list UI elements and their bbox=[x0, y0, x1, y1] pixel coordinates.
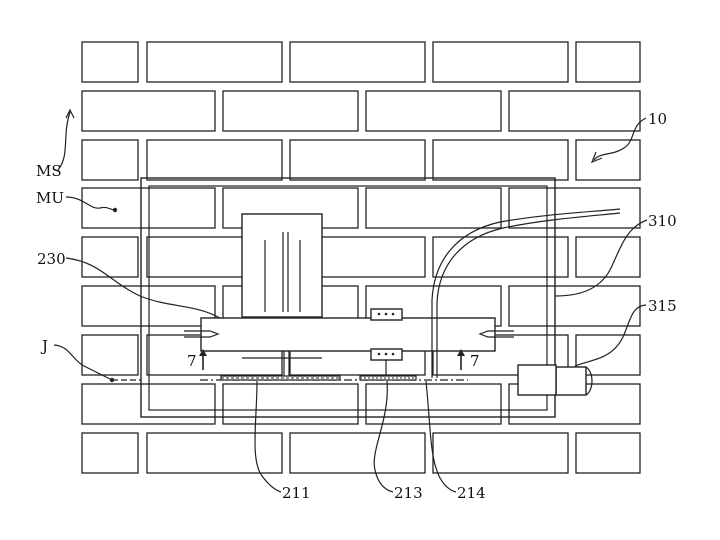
bottom-rail bbox=[200, 376, 468, 380]
brick-3 bbox=[433, 42, 568, 82]
horizontal-bar bbox=[184, 318, 514, 351]
label-213: 213 bbox=[394, 484, 423, 502]
brick-36 bbox=[82, 433, 138, 473]
label-10: 10 bbox=[648, 110, 667, 128]
brick-4 bbox=[576, 42, 640, 82]
mortar-joint-marker bbox=[110, 378, 141, 382]
brick-12 bbox=[433, 140, 568, 180]
brick-5 bbox=[82, 91, 215, 131]
brick-16 bbox=[366, 188, 501, 228]
brick-13 bbox=[576, 140, 640, 180]
brick-33 bbox=[223, 384, 358, 424]
label-310: 310 bbox=[648, 212, 677, 230]
label-ms: MS bbox=[36, 162, 62, 180]
brick-40 bbox=[576, 433, 640, 473]
terminal-bottom-dot-1 bbox=[378, 353, 381, 356]
label-214: 214 bbox=[457, 484, 486, 502]
terminal-bottom-dot-2 bbox=[385, 353, 388, 356]
terminal-bottom-dot-3 bbox=[392, 353, 395, 356]
brick-7 bbox=[366, 91, 501, 131]
upright-unit-body bbox=[242, 214, 322, 317]
brick-26 bbox=[509, 286, 640, 326]
brick-17 bbox=[509, 188, 640, 228]
section-label-right: 7 bbox=[470, 352, 480, 370]
leader-mu-dot bbox=[113, 208, 117, 212]
terminal-top-dot-3 bbox=[392, 313, 395, 316]
label-mu: MU bbox=[36, 189, 64, 207]
brick-wall bbox=[82, 42, 640, 473]
brick-8 bbox=[509, 91, 640, 131]
brick-6 bbox=[223, 91, 358, 131]
brick-10 bbox=[147, 140, 282, 180]
label-j: J bbox=[40, 337, 48, 355]
horizontal-bar-body bbox=[201, 318, 495, 351]
brick-0 bbox=[82, 42, 138, 82]
brick-39 bbox=[433, 433, 568, 473]
junction-box-body bbox=[518, 365, 556, 395]
brick-38 bbox=[290, 433, 425, 473]
junction-box bbox=[518, 365, 592, 395]
brick-11 bbox=[290, 140, 425, 180]
upright-unit bbox=[242, 214, 322, 317]
mortar-joint-dot bbox=[110, 378, 114, 382]
brick-1 bbox=[147, 42, 282, 82]
brick-37 bbox=[147, 433, 282, 473]
section-label-left: 7 bbox=[187, 352, 197, 370]
brick-22 bbox=[576, 237, 640, 277]
brick-2 bbox=[290, 42, 425, 82]
label-315: 315 bbox=[648, 297, 677, 315]
label-211: 211 bbox=[282, 484, 311, 502]
brick-9 bbox=[82, 140, 138, 180]
terminal-top-dot-2 bbox=[385, 313, 388, 316]
terminal-top-dot-1 bbox=[378, 313, 381, 316]
pipe-body bbox=[556, 367, 586, 395]
label-230: 230 bbox=[37, 250, 66, 268]
brick-18 bbox=[82, 237, 138, 277]
